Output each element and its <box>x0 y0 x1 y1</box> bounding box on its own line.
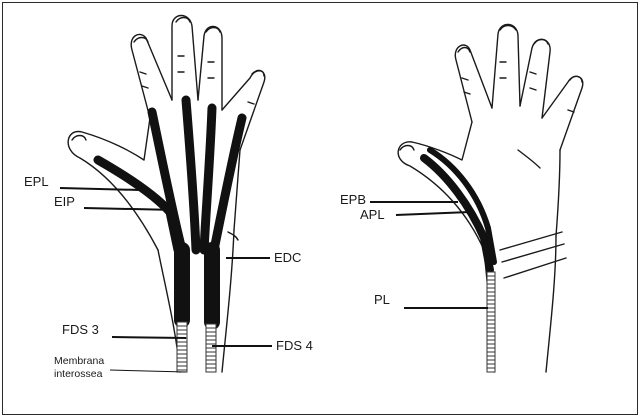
left-hand-hatched-tendons <box>177 322 216 372</box>
left-hand-leader-lines <box>60 188 272 372</box>
label-epb: EPB <box>340 192 366 207</box>
label-pl: PL <box>374 292 390 307</box>
label-epl: EPL <box>24 174 49 189</box>
label-membrana-line1: Membrana <box>54 355 104 367</box>
label-eip: EIP <box>54 194 75 209</box>
label-fds4: FDS 4 <box>276 338 313 353</box>
label-apl: APL <box>360 207 385 222</box>
label-edc: EDC <box>274 250 301 265</box>
left-hand-tendons <box>98 100 242 322</box>
label-membrana-line2: interossea <box>54 368 103 380</box>
right-hand-hatched-tendon <box>487 272 495 372</box>
right-hand-tendons <box>424 150 494 270</box>
label-fds3: FDS 3 <box>62 322 99 337</box>
